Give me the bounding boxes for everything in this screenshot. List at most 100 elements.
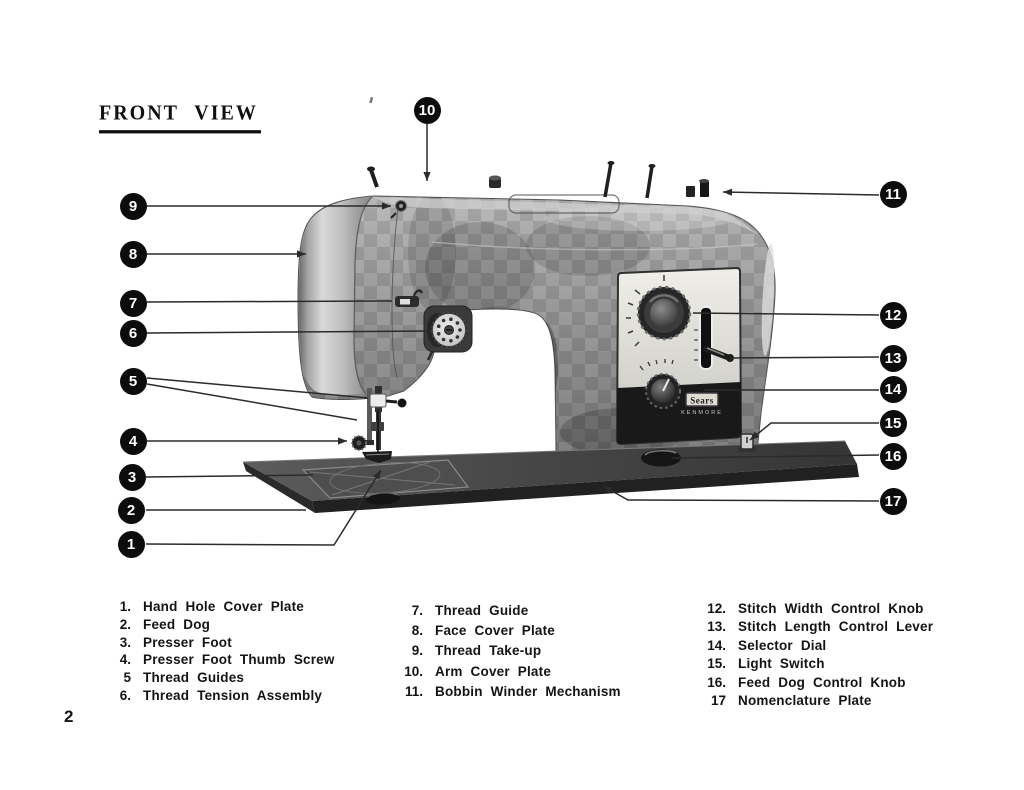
leader-arrowhead bbox=[373, 470, 381, 480]
leader-arrowhead bbox=[603, 486, 613, 494]
legend-item-label: Stitch Width Control Knob bbox=[738, 601, 924, 616]
callout-6: 6 bbox=[119, 319, 147, 347]
legend-item: 13. Stitch Length Control Lever bbox=[696, 619, 933, 637]
legend-item: 8. Face Cover Plate bbox=[393, 623, 621, 643]
legend-item-number: 7. bbox=[411, 603, 423, 618]
legend-item-number: 14. bbox=[707, 637, 726, 653]
brand-text: Sears bbox=[690, 396, 714, 406]
callout-11: 11 bbox=[879, 180, 907, 208]
legend-item: 11.Bobbin Winder Mechanism bbox=[393, 684, 621, 704]
legend-item-label: Feed Dog bbox=[143, 616, 211, 632]
legend-item-number: 2. bbox=[119, 616, 131, 632]
leader-line bbox=[146, 330, 429, 334]
legend-item: 17 Nomenclature Plate bbox=[696, 693, 933, 711]
legend-item-number: 4. bbox=[119, 652, 131, 668]
callout-4: 4 bbox=[119, 427, 147, 455]
legend-item-label: Presser Foot Thumb Screw bbox=[143, 652, 335, 668]
legend-item: 3. Presser Foot bbox=[109, 635, 335, 653]
page-title: FRONT VIEW bbox=[99, 101, 261, 134]
legend-item-number: 5 bbox=[123, 670, 131, 686]
legend-item-number: 10. bbox=[404, 663, 423, 679]
leader-arrowhead bbox=[338, 437, 347, 445]
presser-foot bbox=[362, 451, 392, 463]
leader-arrowhead bbox=[750, 431, 760, 440]
leader-arrowhead bbox=[723, 188, 733, 196]
legend-item-label: Thread Take-up bbox=[435, 643, 542, 659]
legend-item: 6. Thread Tension Assembly bbox=[109, 688, 335, 706]
legend-item-label: Feed Dog Control Knob bbox=[738, 674, 906, 690]
thread-guide bbox=[395, 289, 424, 307]
arm-cover-plate bbox=[508, 194, 620, 214]
legend-item: 9. Thread Take-up bbox=[393, 643, 621, 663]
legend-item: 12. Stitch Width Control Knob bbox=[696, 601, 933, 619]
leader-line bbox=[729, 356, 880, 359]
needle-bar-thread-guide bbox=[369, 393, 387, 408]
brand-plate: Sears KENMORE bbox=[681, 392, 721, 416]
legend-item: 2. Feed Dog bbox=[109, 617, 335, 635]
bobbin-winder-mechanism bbox=[686, 179, 709, 197]
legend-item-label: Thread Tension Assembly bbox=[143, 687, 323, 703]
leader-line bbox=[749, 422, 879, 441]
legend-item-label: Bobbin Winder Mechanism bbox=[435, 683, 621, 699]
legend-item-label: Stitch Length Control Lever bbox=[738, 619, 934, 635]
leader-line bbox=[722, 191, 880, 196]
legend-item-label: Presser Foot bbox=[143, 634, 232, 650]
leader-line bbox=[602, 485, 880, 502]
leader-line bbox=[671, 454, 880, 459]
legend-item-number: 12. bbox=[707, 601, 726, 616]
legend-item-number: 13. bbox=[707, 619, 726, 635]
callout-17: 17 bbox=[879, 487, 907, 515]
presser-bar bbox=[367, 388, 372, 440]
thread-tension-assembly bbox=[423, 305, 473, 361]
selector-dial bbox=[639, 359, 681, 409]
legend-item-label: Face Cover Plate bbox=[435, 623, 556, 639]
legend-item-label: Selector Dial bbox=[738, 637, 827, 653]
legend-item-number: 9. bbox=[411, 643, 423, 659]
legend-item-label: Thread Guide bbox=[435, 603, 529, 618]
callout-5: 5 bbox=[119, 367, 147, 395]
legend-item-label: Light Switch bbox=[738, 656, 825, 672]
callout-16: 16 bbox=[879, 442, 907, 470]
callout-7: 7 bbox=[119, 289, 147, 317]
leader-line bbox=[146, 300, 393, 303]
legend-item: 16. Feed Dog Control Knob bbox=[696, 675, 933, 693]
callout-12: 12 bbox=[879, 301, 907, 329]
legend-item: 4. Presser Foot Thumb Screw bbox=[109, 652, 335, 670]
legend-item: 5 Thread Guides bbox=[109, 670, 335, 688]
legend-column-3: 12. Stitch Width Control Knob 13. Stitch Le… bbox=[696, 601, 933, 711]
legend-item-number: 16. bbox=[707, 674, 726, 690]
callout-10: 10 bbox=[413, 96, 441, 124]
leader-arrowhead bbox=[297, 250, 306, 258]
feed-dog-control-knob bbox=[641, 449, 681, 467]
spool-pins bbox=[367, 161, 656, 199]
leader-arrowhead bbox=[423, 172, 431, 181]
legend-column-2: 7. Thread Guide 8. Face Cover Plate 9. Thread… bbox=[393, 603, 621, 704]
callout-14: 14 bbox=[879, 375, 907, 403]
legend-item-number: 8. bbox=[411, 623, 423, 639]
legend-item-label: Thread Guides bbox=[143, 670, 245, 686]
legend-item-number: 3. bbox=[119, 634, 131, 650]
callout-8: 8 bbox=[119, 240, 147, 268]
legend-item: 1.Hand Hole Cover Plate bbox=[109, 599, 335, 617]
legend-item-label: Nomenclature Plate bbox=[738, 692, 872, 708]
leader-line bbox=[145, 469, 382, 546]
leader-line bbox=[692, 312, 880, 316]
leader-lines bbox=[145, 124, 880, 546]
legend-item-number: 15. bbox=[707, 656, 726, 672]
callout-3: 3 bbox=[118, 463, 146, 491]
legend-item-number: 6. bbox=[119, 687, 131, 703]
legend-item: 7. Thread Guide bbox=[393, 603, 621, 623]
callout-9: 9 bbox=[119, 192, 147, 220]
legend-item-label: Arm Cover Plate bbox=[435, 663, 552, 679]
needle-bar-assembly bbox=[351, 386, 407, 463]
legend-item-label: Hand Hole Cover Plate bbox=[143, 599, 304, 614]
leader-arrowhead bbox=[382, 202, 391, 210]
page-number: 2 bbox=[64, 707, 74, 726]
legend-item-number: 17 bbox=[710, 692, 726, 708]
stitch-width-control-knob bbox=[626, 275, 692, 347]
machine-bed bbox=[242, 433, 859, 513]
light-switch bbox=[738, 433, 756, 452]
